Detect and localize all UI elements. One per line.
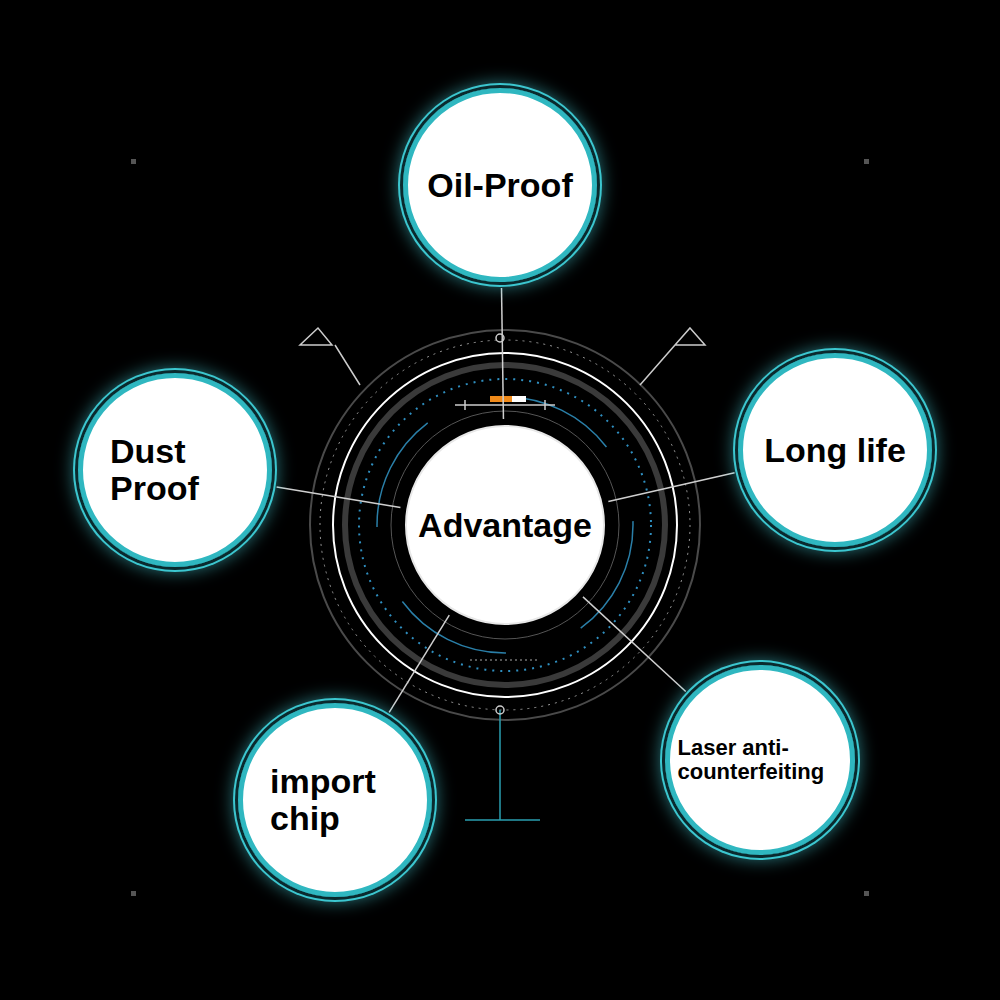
connector-line: [389, 615, 449, 712]
node-label: Oil-Proof: [427, 167, 572, 204]
advantage-circle: Dust Proof: [78, 373, 272, 567]
node-label: Long life: [764, 432, 906, 469]
center-circle: Advantage: [405, 425, 605, 625]
advantage-circle: Oil-Proof: [403, 88, 597, 282]
advantage-circle: Laser anti-counterfeiting: [665, 665, 855, 855]
connector-line: [583, 597, 686, 692]
node-label: Dust Proof: [110, 433, 240, 506]
advantage-circle: import chip: [238, 703, 432, 897]
advantage-circle: Long life: [738, 353, 932, 547]
node-label: Advantage: [418, 507, 592, 544]
node-label: import chip: [270, 763, 400, 836]
connector-line: [502, 288, 504, 419]
connector-line: [277, 487, 401, 508]
connector-line: [608, 473, 734, 502]
node-label: Laser anti-counterfeiting: [678, 736, 843, 784]
